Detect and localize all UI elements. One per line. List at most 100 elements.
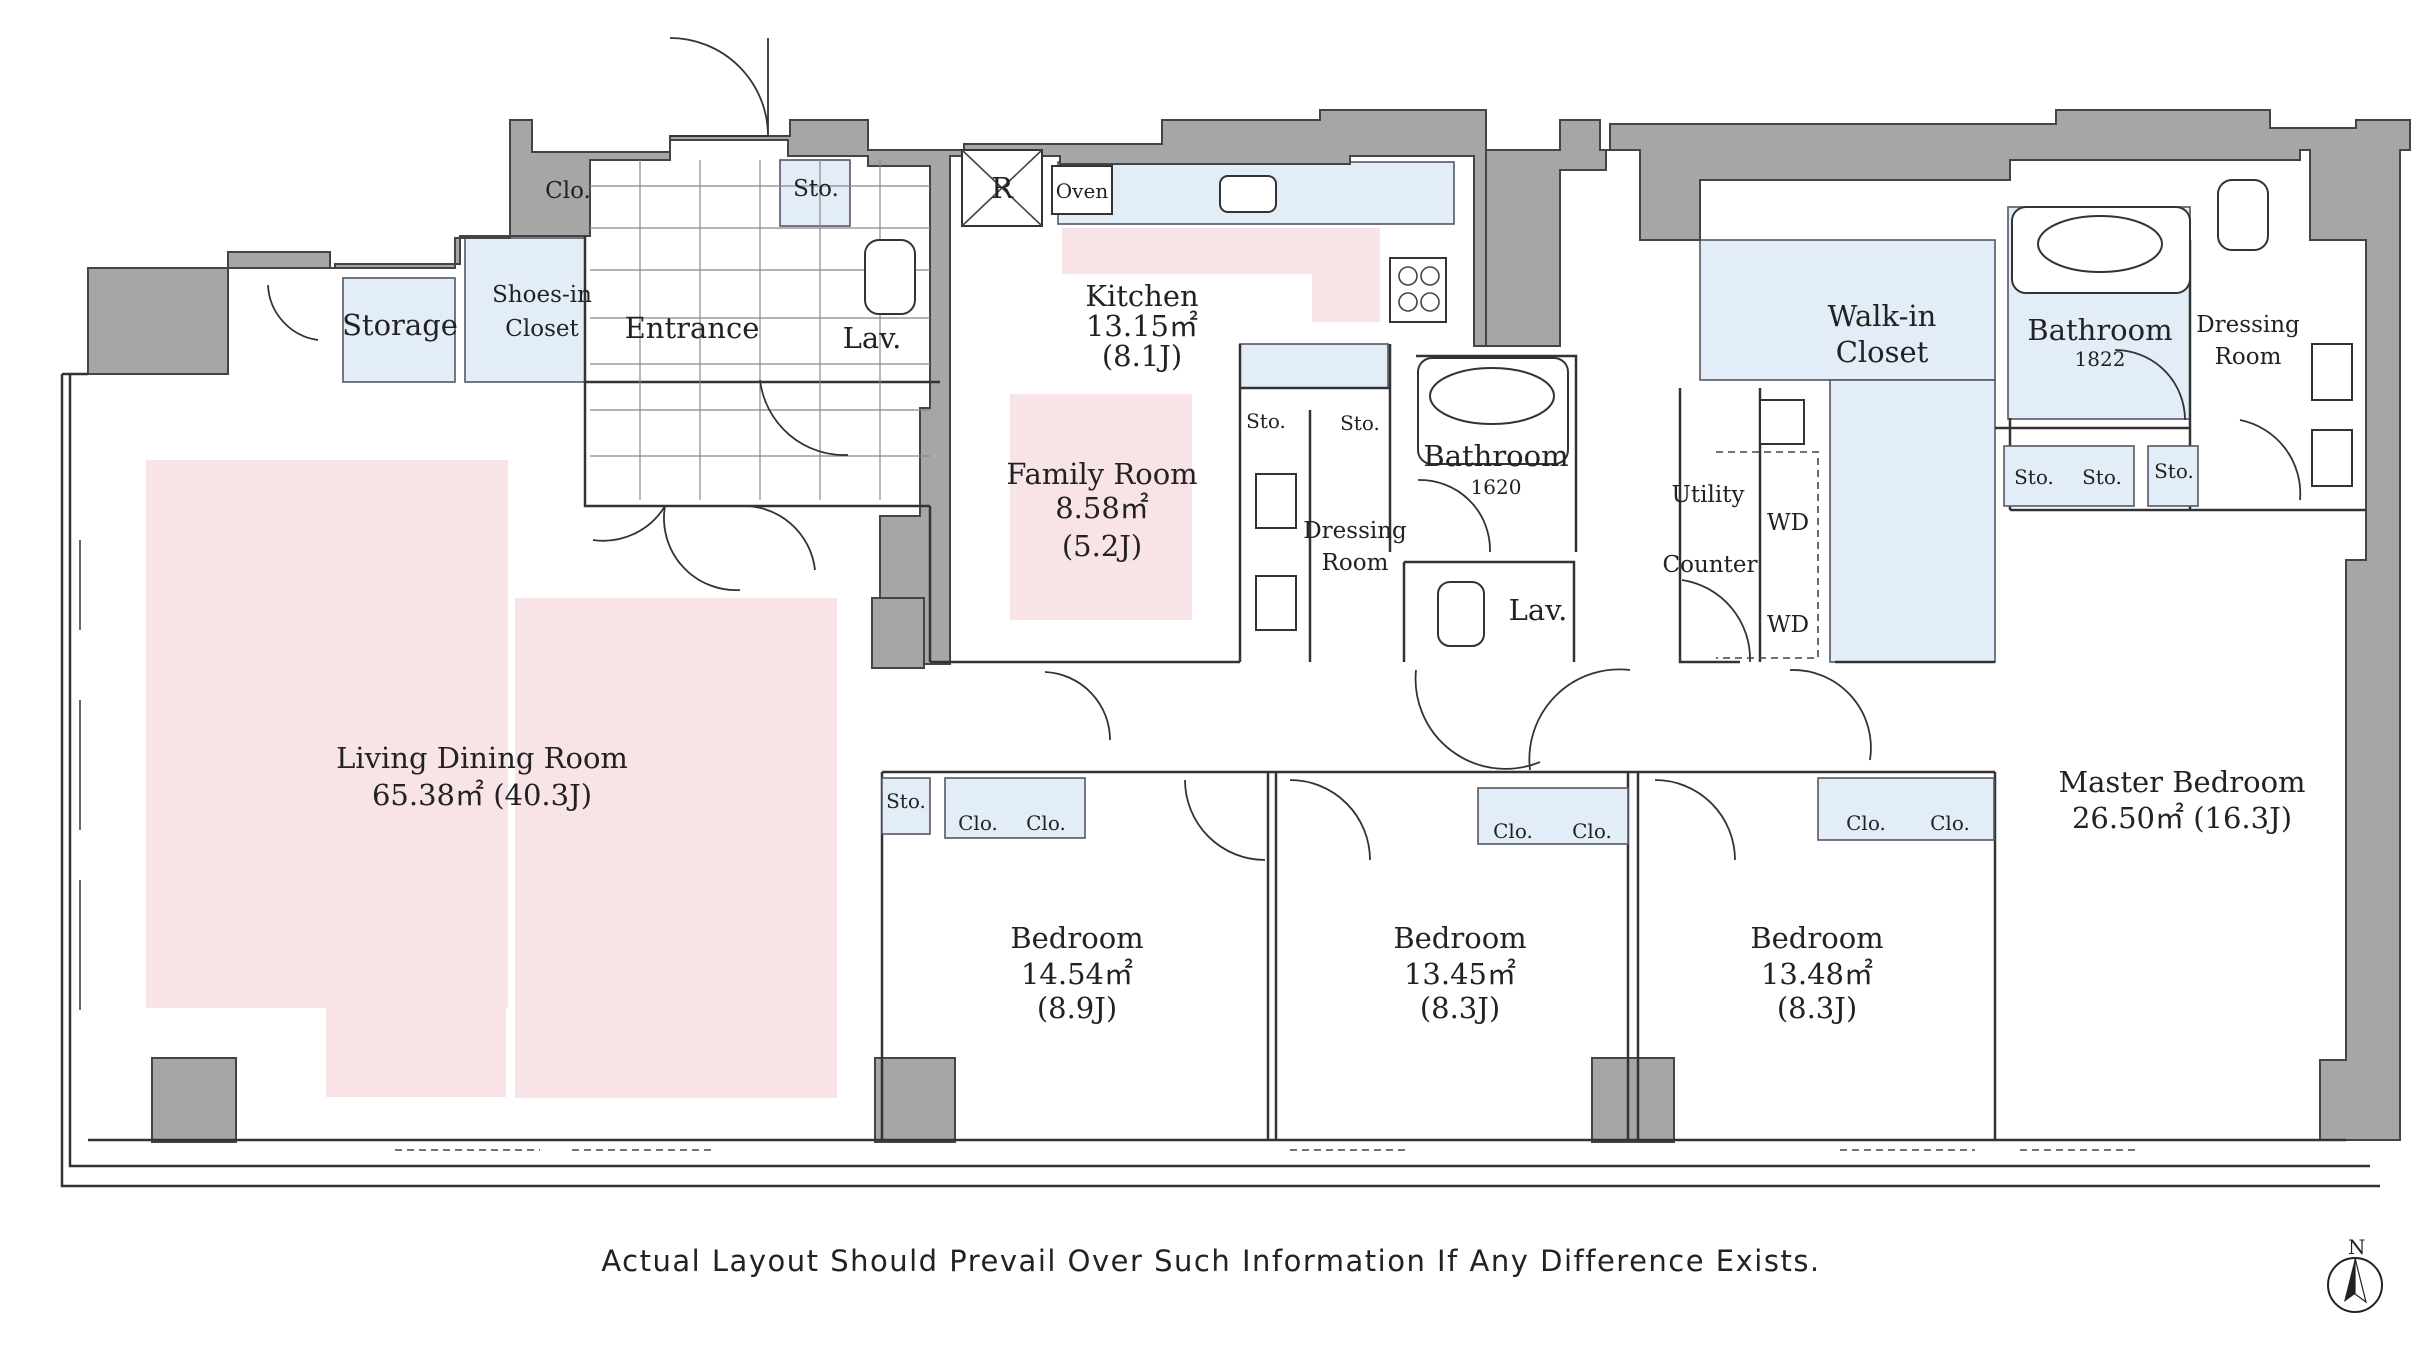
north-wall-east [1485,109,2411,1141]
bedroom1-jo: (8.9J) [1037,991,1117,1025]
lav1-label: Lav. [843,321,902,355]
washbasin-1 [1255,473,1297,529]
door-swing-bath2 [2114,349,2186,421]
door-swing-lav1 [759,379,849,456]
sink-kitchen [1219,175,1277,213]
disclaimer-text: Actual Layout Should Prevail Over Such I… [601,1244,1821,1278]
bed1-sto-label: Sto. [886,789,926,813]
family-area: 8.58㎡ [1055,491,1149,525]
bathroom2-size: 1822 [2075,347,2126,371]
bathroom1-size: 1620 [1471,475,1522,499]
shoes-closet-label-2: Closet [505,316,579,342]
door-swing-master [1789,669,1872,761]
door-swing-bed3 [1654,779,1736,861]
shoes-closet-label-1: Shoes-in [492,282,592,308]
bed2-clo-label-a: Clo. [1493,819,1533,843]
washer-space [1716,451,1819,659]
washbasin-2 [1255,575,1297,631]
master-name: Master Bedroom [2058,765,2305,799]
closet-bed1 [944,777,1086,839]
entrance-tile-grid [590,160,930,500]
entrance-door[interactable] [669,37,769,137]
fridge-label: R [991,171,1014,205]
column-bed1 [874,1057,956,1143]
living-floor-zone-a [146,460,508,1008]
closet-master-sto2 [2147,445,2199,507]
master-sto-label-3: Sto. [2154,459,2194,483]
bed3-clo-label-a: Clo. [1846,811,1886,835]
burner-icon [1398,292,1418,312]
door-swing-bed2 [1289,779,1371,861]
door-swing-storage [267,284,319,341]
bed2-clo-label-b: Clo. [1572,819,1612,843]
closet-bed1-sto [881,777,931,835]
walkin-label-2: Closet [1836,335,1929,369]
bed1-clo-label-a: Clo. [958,811,998,835]
column-bed2 [1591,1057,1675,1143]
toilet-3 [2217,179,2269,251]
bed3-clo-label-b: Clo. [1930,811,1970,835]
dressing2-label-1: Dressing [2196,312,2300,338]
master-sto-label-1: Sto. [2014,465,2054,489]
utility-label: Utility [1672,482,1745,508]
north-wall-west [87,109,1487,665]
family-counter [1239,343,1389,389]
living-area: 65.38㎡ (40.3J) [372,778,592,812]
living-floor-zone-b [326,1005,506,1097]
family-jo: (5.2J) [1062,529,1142,563]
closet-storage [342,277,456,383]
kitchen-name: Kitchen [1085,279,1198,313]
door-swing-lav2 [1414,668,1631,771]
dressing2-label-2: Room [2215,344,2282,370]
washer-dryer-label-top: WD [1767,510,1809,536]
column-west [151,1057,237,1143]
closet-bed2 [1477,787,1629,845]
lav2-label: Lav. [1509,593,1568,627]
burner-icon [1420,292,1440,312]
bedroom3-jo: (8.3J) [1777,991,1857,1025]
bedroom2-jo: (8.3J) [1420,991,1500,1025]
closet-entry-sto [779,159,851,227]
entry-clo-label: Clo. [545,178,591,204]
closet-master-sto [2003,445,2135,507]
family-floor-zone [1010,394,1192,620]
door-swing-bathroom1 [1417,479,1491,553]
washbasin-3 [2311,343,2353,401]
oven-label: Oven [1056,179,1109,203]
door-swing-kitchen [1044,671,1111,741]
washer-dryer-label-bottom: WD [1767,612,1809,638]
bedroom1-name: Bedroom [1010,921,1143,955]
outer-wall-outline [60,372,2380,1188]
dressing1-label-1: Dressing [1303,518,1407,544]
dressing1-label-2: Room [1322,550,1389,576]
washbasin-4 [2311,429,2353,487]
compass-north-label: N [2348,1235,2366,1259]
master-sto-label-2: Sto. [2082,465,2122,489]
kitchen-floor-zone [1062,228,1380,322]
fridge-cross-icon [961,149,1043,227]
living-floor-zone-c [515,598,837,1098]
walkin-closet-area [1699,239,1996,381]
bedroom3-name: Bedroom [1750,921,1883,955]
kitchen-area: 13.15㎡ [1086,309,1198,343]
bathtub-1-basin [1429,367,1555,425]
door-swing-utility [1681,579,1751,663]
wall-center-block [871,597,925,669]
dressing-sto-label-1: Sto. [1246,409,1286,433]
bed1-clo-label-b: Clo. [1026,811,1066,835]
bedroom2-name: Bedroom [1393,921,1526,955]
closet-shoes [464,237,586,383]
storage-label: Storage [342,308,458,342]
door-swing-entrance-south [592,505,816,591]
bathroom1-label: Bathroom [1423,439,1568,473]
burner-icon [1398,266,1418,286]
door-swing-bed1 [1184,779,1266,861]
kitchen-jo: (8.1J) [1102,339,1182,373]
family-name: Family Room [1006,457,1197,491]
bathtub-2-basin [2037,215,2163,273]
compass-icon: N [2327,1235,2383,1313]
entrance-label: Entrance [625,311,760,345]
dressing-sto-label-2: Sto. [1340,411,1380,435]
toilet-1 [864,239,916,315]
